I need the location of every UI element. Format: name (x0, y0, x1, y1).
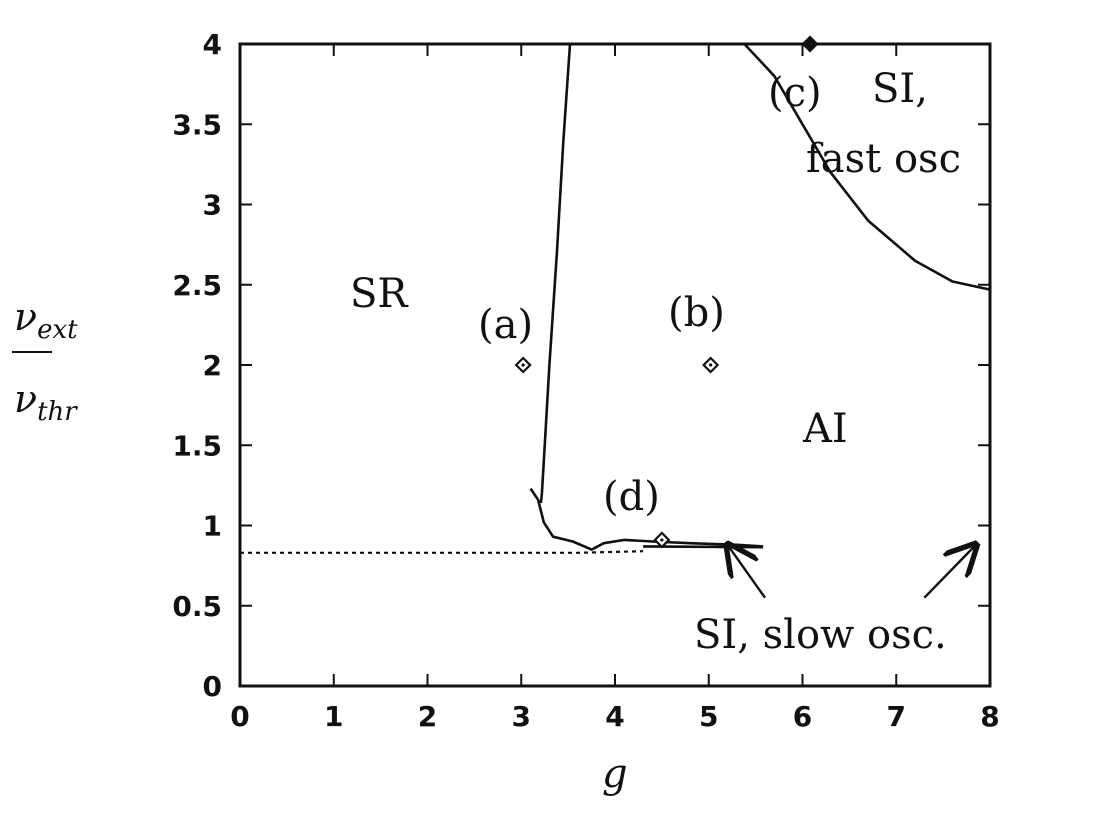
point-marker-center (709, 363, 713, 367)
region-label-si-fast: SI, (872, 66, 928, 112)
region-label-ai: AI (802, 406, 848, 452)
x-tick-label: 7 (887, 700, 906, 733)
x-tick-label: 5 (699, 700, 718, 733)
y-tick-label: 3.5 (172, 108, 222, 141)
boundary-curve (529, 487, 764, 551)
y-tick-label: 1.5 (172, 429, 222, 462)
x-tick-label: 4 (605, 700, 624, 733)
y-axis-denominator: νthr (14, 377, 78, 427)
point-marker-center (521, 363, 525, 367)
dashed-boundary-line (240, 550, 644, 554)
y-axis-numerator: νext (14, 295, 78, 345)
y-axis-title: νext νthr (12, 295, 78, 427)
point-label-b: (b) (668, 290, 725, 336)
x-axis-title: g (602, 751, 628, 797)
x-tick-label: 8 (980, 700, 999, 733)
region-label-si-slow: SI, slow osc. (694, 612, 947, 658)
region-label-sr: SR (350, 271, 409, 317)
arrows-layer (728, 545, 976, 599)
boundary-curve (743, 43, 991, 291)
x-tick-label: 6 (793, 700, 812, 733)
y-tick-label: 1 (203, 510, 222, 543)
x-tick-label: 3 (512, 700, 531, 733)
x-tick-label: 2 (418, 700, 437, 733)
point-label-d: (d) (603, 474, 660, 520)
region-label-fast-osc: fast osc (806, 136, 961, 182)
annotation-arrow (923, 545, 976, 599)
point-label-a: (a) (478, 302, 533, 348)
y-tick-label: 2 (203, 349, 222, 382)
ticks-layer: 0 1 2 3 4 5 6 7 8 0 0.5 1 1.5 2 2.5 3 3.5 4 (172, 28, 999, 733)
x-tick-label: 0 (230, 700, 249, 733)
y-tick-label: 0.5 (172, 590, 222, 623)
boundary-curve (539, 43, 572, 504)
point-label-c: (c) (768, 70, 822, 116)
y-tick-label: 3 (203, 189, 222, 222)
y-tick-label: 4 (203, 28, 222, 61)
x-tick-label: 1 (324, 700, 343, 733)
point-marker-center (660, 538, 664, 542)
annotation-arrow (728, 545, 766, 599)
y-tick-label: 2.5 (172, 269, 222, 302)
y-tick-label: 0 (203, 670, 222, 703)
